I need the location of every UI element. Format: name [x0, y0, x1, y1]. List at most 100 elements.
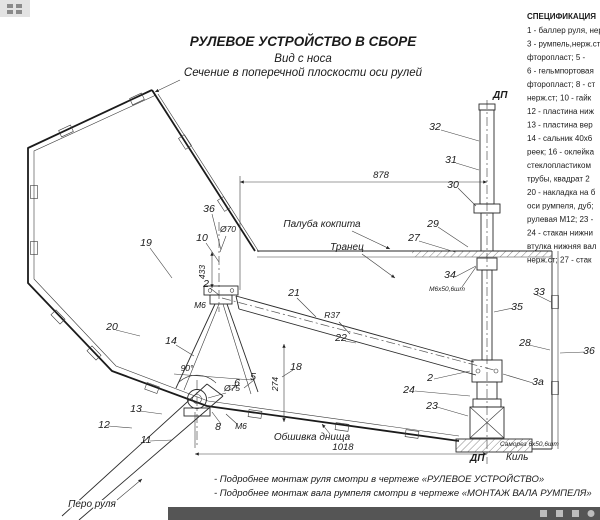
- callout-34: 34: [444, 269, 456, 281]
- callout-33: 33: [533, 286, 545, 298]
- callout-18: 18: [290, 361, 302, 373]
- dim-433: 433: [197, 265, 207, 279]
- note-2: - Подробнее монтаж вала румпеля смотри в…: [214, 488, 592, 499]
- dim-1018: 1018: [332, 442, 354, 453]
- spec-line: 3 - румпель,нерж.ст: [527, 40, 600, 49]
- callout-22: 22: [334, 332, 347, 344]
- bottom-toolbar: [168, 507, 600, 520]
- spec-line: оси румпеля, дуб;: [527, 202, 593, 211]
- spec-line: стеклопластиком: [527, 161, 591, 170]
- callout-8: 8: [215, 421, 221, 433]
- label-transom: Транец: [330, 242, 364, 253]
- dim-m6-bottom: M6: [235, 421, 247, 431]
- callout-5: 5: [250, 371, 256, 383]
- spec-line: нерж.ст; 10 - гайк: [527, 94, 592, 103]
- spec-line: реек; 16 - оклейка: [527, 148, 595, 157]
- callout-27: 27: [407, 232, 421, 244]
- dim-878: 878: [373, 170, 390, 181]
- dim-bolt-m6x50: М6х50,6шт: [429, 286, 465, 293]
- hull-outline: [27, 89, 559, 442]
- label-bottom-plating: Обшивка днища: [274, 431, 351, 443]
- callout-31: 31: [445, 154, 457, 166]
- spec-line: 24 - стакан нижни: [527, 229, 593, 238]
- callout-32: 32: [429, 121, 441, 133]
- callout-10: 10: [196, 232, 208, 244]
- rudder-stock-assembly: [455, 100, 533, 464]
- callout-12: 12: [98, 419, 110, 431]
- drawing-title: РУЛЕВОЕ УСТРОЙСТВО В СБОРЕ: [190, 33, 418, 49]
- dim-dia75: Ø75: [223, 383, 240, 393]
- keel-block: [455, 438, 533, 453]
- spec-line: 14 - сальник 40х6: [527, 134, 593, 143]
- frame-tab: [129, 92, 145, 106]
- toolbar-icon-1[interactable]: [540, 510, 547, 517]
- frame-tab: [404, 429, 420, 439]
- spec-line: трубы, квадрат 2: [527, 175, 590, 184]
- spec-line: фторопласт; 8 - ст: [527, 80, 595, 89]
- spec-line: 12 - пластина ниж: [527, 107, 595, 116]
- dim-dia70: Ø70: [219, 224, 236, 234]
- spec-list: СПЕЦИФИКАЦИЯ 1 - баллер руля, нерж 3 - р…: [527, 12, 600, 265]
- dim-screw: Саморез 6х50,6шт: [500, 441, 559, 448]
- callout-23: 23: [425, 400, 438, 412]
- callout-35: 35: [511, 301, 523, 313]
- spec-line: 20 - накладка на б: [527, 188, 596, 197]
- drawing-labels: ДП ДП Палуба кокпита Транец Обшивка днищ…: [67, 90, 529, 512]
- frame-tab: [58, 124, 74, 138]
- callout-20: 20: [105, 321, 118, 333]
- corner-grid-icon[interactable]: [0, 0, 30, 17]
- tiller-bracket: [173, 222, 259, 448]
- angle-arc: [177, 374, 217, 384]
- frame-tab: [217, 196, 231, 212]
- dim-angle-90: 90°: [181, 363, 194, 373]
- callout-14: 14: [165, 335, 177, 347]
- note-1: - Подробнее монтаж руля смотри в чертеже…: [214, 473, 544, 485]
- frame-tab: [334, 422, 350, 432]
- callout-6: 6: [234, 377, 240, 389]
- frame-tab: [30, 241, 38, 255]
- toolbar-icon-2[interactable]: [556, 510, 563, 517]
- spec-line: нерж.ст; 27 - стак: [527, 256, 592, 265]
- deck-and-transom: [257, 250, 559, 450]
- spec-line: втулка нижняя вал: [527, 242, 597, 251]
- spec-header: СПЕЦИФИКАЦИЯ: [527, 12, 596, 21]
- callout-leaders: [107, 129, 586, 442]
- frame-tab: [86, 345, 102, 361]
- callout-2: 2: [202, 278, 209, 290]
- spec-line: фторопласт; 5 -: [527, 53, 586, 62]
- drawing-subtitle-2: Сечение в поперечной плоскости оси рулей: [184, 67, 423, 79]
- title-leader: [154, 79, 181, 93]
- rudder-blade: [61, 383, 224, 520]
- label-dp-top: ДП: [492, 90, 508, 101]
- callout-numbers: 36 10 19 2 21 22 20 14 13 12 11 8 6 5 18…: [98, 121, 595, 446]
- callout-21: 21: [287, 287, 300, 299]
- frame-tab: [551, 381, 559, 395]
- spec-line: 13 - пластина вер: [527, 121, 593, 130]
- spec-line: рулевая М12; 23 -: [527, 215, 594, 224]
- spec-line: 6 - гельмпортовая: [527, 67, 594, 76]
- toolbar-icon-4[interactable]: [587, 510, 595, 517]
- frame-tab: [50, 309, 66, 325]
- label-rudder-blade: Перо руля: [68, 499, 116, 510]
- callout-13: 13: [130, 403, 142, 415]
- dimensions: 878 1018 433 274 90° Ø70 M6 Ø75 M6 М6х50…: [177, 170, 559, 456]
- title-block: РУЛЕВОЕ УСТРОЙСТВО В СБОРЕ Вид с носа Се…: [154, 33, 423, 93]
- frame-tab: [551, 295, 559, 309]
- callout-28: 28: [518, 337, 531, 349]
- dim-m6-left: M6: [194, 300, 206, 310]
- toolbar-icon-3[interactable]: [572, 510, 579, 517]
- tiller-shaft: [221, 295, 495, 376]
- callout-24: 24: [402, 384, 415, 396]
- label-keel: Киль: [506, 452, 528, 463]
- callout-30: 30: [447, 179, 459, 191]
- callout-11: 11: [141, 434, 152, 446]
- callout-2b: 2: [426, 372, 433, 384]
- frame-tab: [144, 382, 160, 394]
- frame-tab: [30, 185, 38, 199]
- frame-tab: [178, 134, 192, 150]
- callout-29: 29: [426, 218, 439, 230]
- footnotes: - Подробнее монтаж руля смотри в чертеже…: [214, 473, 592, 499]
- frame-tab: [247, 409, 263, 419]
- callout-19: 19: [140, 237, 152, 249]
